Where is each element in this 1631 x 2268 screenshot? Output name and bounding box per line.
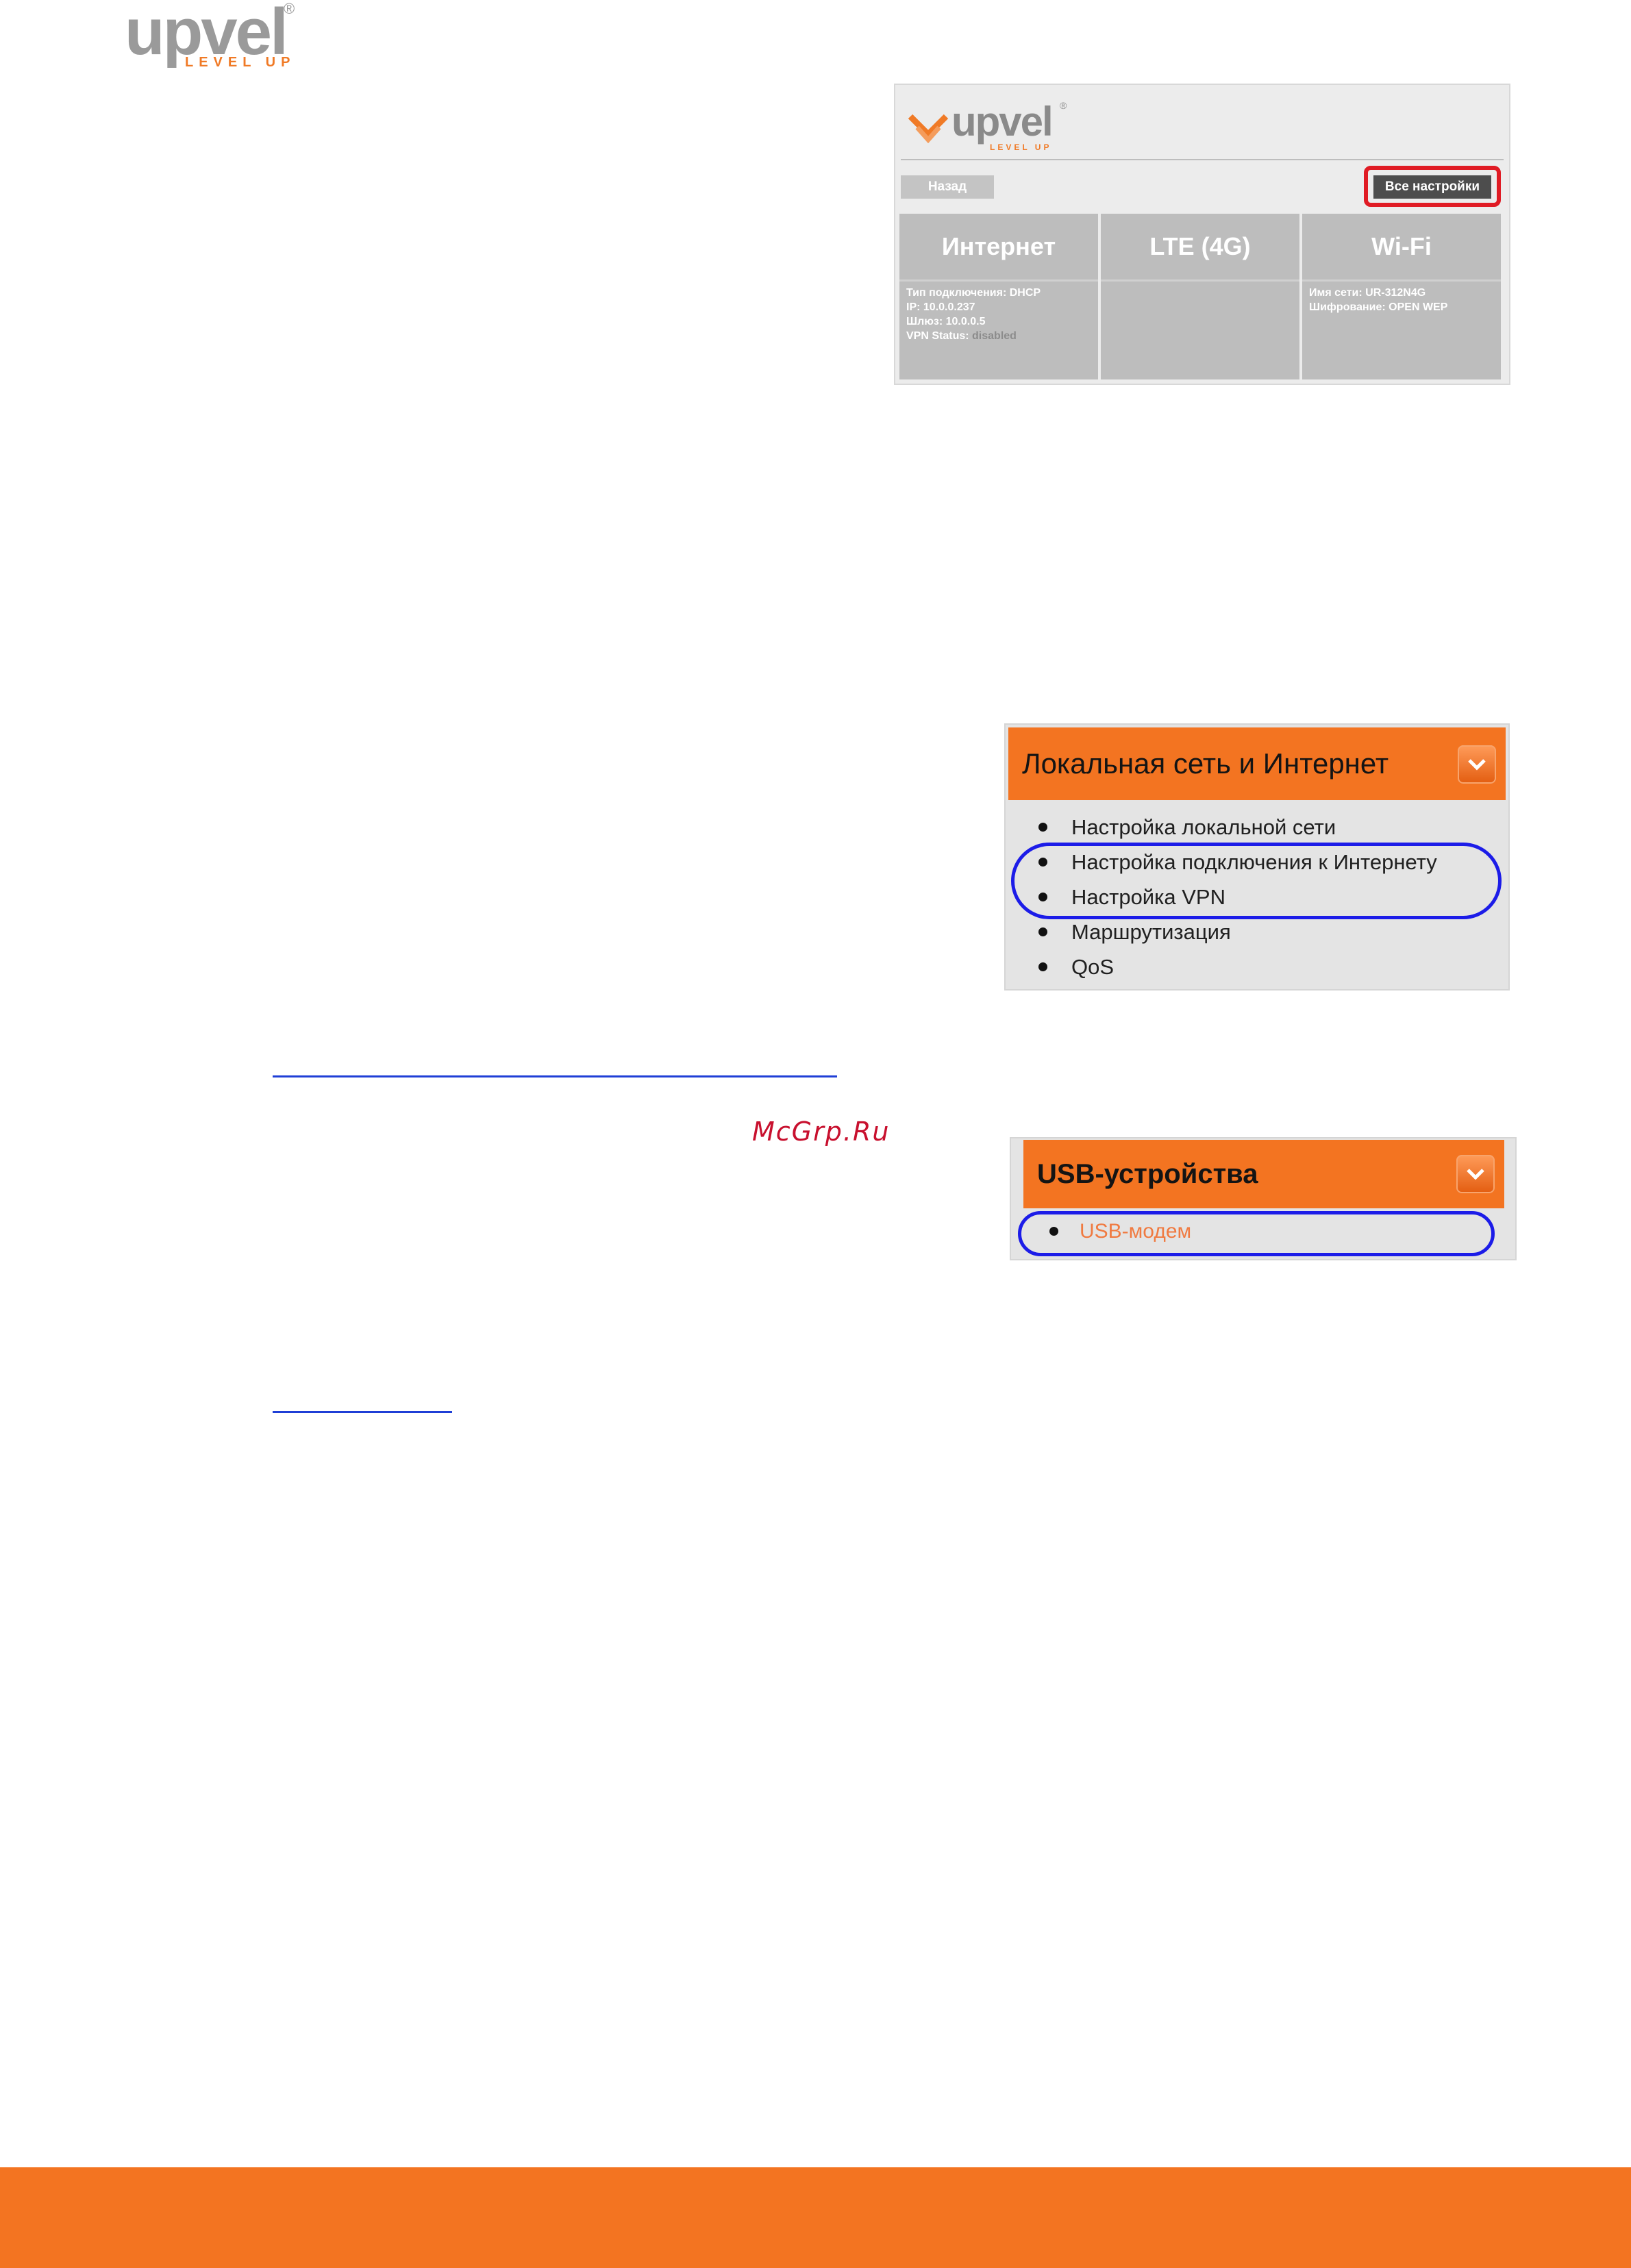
vpn-status-value: disabled: [972, 330, 1017, 342]
all-settings-button[interactable]: Все настройки: [1373, 175, 1491, 199]
menu-list: Настройка локальной сети Настройка подкл…: [1038, 810, 1437, 984]
header-divider: [901, 159, 1504, 160]
watermark: McGrp.Ru: [752, 1117, 891, 1147]
encryption: Шифрование: OPEN WEP: [1309, 301, 1448, 313]
router-logo-wordmark: upvel: [951, 99, 1054, 145]
blue-highlight-oval: [1018, 1211, 1495, 1256]
menu-item-usb-modem[interactable]: USB-модем: [1049, 1214, 1191, 1249]
lan-internet-menu: Локальная сеть и Интернет Настройка лока…: [1004, 723, 1510, 990]
chevron-down-icon[interactable]: [1456, 1155, 1495, 1193]
hyperlink-underline[interactable]: [273, 1411, 452, 1413]
footer-band: [0, 2167, 1631, 2268]
blue-highlight-oval: [1011, 843, 1502, 919]
logo-registered-mark: ®: [284, 0, 295, 17]
logo-wordmark: upvel: [125, 0, 288, 68]
menu-item-qos[interactable]: QoS: [1038, 949, 1437, 984]
menu-item-internet-connection[interactable]: Настройка подключения к Интернету: [1038, 845, 1437, 880]
menu-item-lan-settings[interactable]: Настройка локальной сети: [1038, 810, 1437, 845]
red-highlight-frame: [1364, 166, 1501, 207]
logo-tagline: LEVEL UP: [185, 55, 296, 70]
vpn-status-label: VPN Status:: [906, 330, 969, 342]
menu-title: USB-устройства: [1037, 1158, 1258, 1189]
tile-title: LTE (4G): [1101, 214, 1299, 282]
chevron-down-icon[interactable]: [1458, 745, 1496, 784]
tile-title: Wi-Fi: [1302, 214, 1501, 282]
hyperlink-underline[interactable]: [273, 1075, 837, 1077]
ip-address: IP: 10.0.0.237: [906, 301, 975, 313]
tile-internet[interactable]: Интернет Тип подключения: DHCP IP: 10.0.…: [899, 214, 1098, 379]
router-logo-registered-mark: ®: [1060, 100, 1067, 111]
back-button[interactable]: Назад: [901, 175, 994, 199]
menu-item-routing[interactable]: Маршрутизация: [1038, 914, 1437, 949]
vpn-status: VPN Status: disabled: [906, 329, 1091, 343]
usb-devices-menu: USB-устройства USB-модем: [1010, 1137, 1517, 1260]
menu-title: Локальная сеть и Интернет: [1022, 747, 1389, 780]
tile-info: Имя сети: UR-312N4G Шифрование: OPEN WEP: [1302, 282, 1501, 319]
page-header-logo: upvel ® LEVEL UP: [125, 0, 310, 75]
gateway: Шлюз: 10.0.0.5: [906, 316, 986, 327]
tile-info: Тип подключения: DHCP IP: 10.0.0.237 Шлю…: [899, 282, 1098, 347]
connection-type: Тип подключения: DHCP: [906, 287, 1041, 299]
tile-title: Интернет: [899, 214, 1098, 282]
menu-header[interactable]: USB-устройства: [1023, 1140, 1504, 1208]
tile-lte[interactable]: LTE (4G): [1101, 214, 1299, 379]
router-home-screenshot: upvel ® LEVEL UP Назад Все настройки Инт…: [894, 84, 1510, 385]
menu-list: USB-модем: [1049, 1214, 1191, 1249]
router-logo: upvel ® LEVEL UP: [908, 99, 1086, 153]
upvel-chevron-icon: [908, 114, 949, 144]
router-logo-tagline: LEVEL UP: [990, 142, 1052, 152]
tile-wifi[interactable]: Wi-Fi Имя сети: UR-312N4G Шифрование: OP…: [1302, 214, 1501, 379]
menu-header[interactable]: Локальная сеть и Интернет: [1008, 727, 1506, 800]
network-name: Имя сети: UR-312N4G: [1309, 287, 1426, 299]
